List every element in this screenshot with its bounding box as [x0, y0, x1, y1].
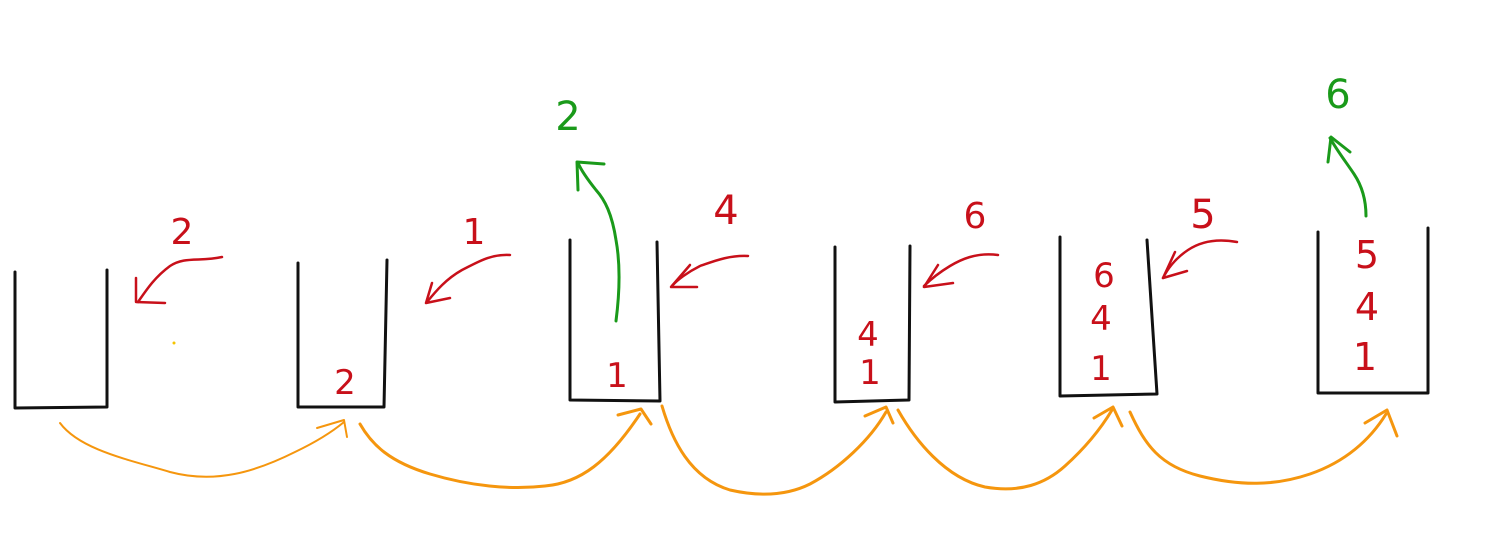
stack-4-item-1: 1 [859, 353, 881, 393]
push-arrow-5 [1161, 239, 1239, 280]
stack-3-item-0: 1 [606, 356, 628, 396]
push-values: 2 1 4 6 5 [171, 188, 1216, 253]
stack-6-item-0: 5 [1355, 233, 1379, 277]
stack-6-item-1: 4 [1355, 285, 1379, 329]
stack-container-1 [13, 268, 109, 410]
stack-container-3 [568, 238, 662, 403]
push-arrow-4 [922, 253, 1000, 289]
stack-5-item-1: 4 [1090, 299, 1112, 339]
stack-6-item-2: 1 [1353, 335, 1377, 379]
pop-arrow-1 [575, 160, 621, 323]
stray-dot [172, 341, 176, 345]
push-value-2: 1 [463, 212, 486, 253]
transition-arrows [59, 404, 1399, 496]
stack-container-2 [296, 258, 389, 409]
transition-arrow-1 [59, 419, 348, 478]
stack-5-item-0: 6 [1093, 256, 1115, 296]
transition-arrow-3 [660, 404, 895, 496]
stack-contents: 2 1 4 1 6 4 1 5 4 1 [334, 233, 1379, 403]
push-arrow-3 [669, 254, 750, 289]
transition-arrow-5 [1128, 408, 1399, 485]
push-value-4: 6 [964, 196, 987, 237]
pop-value-2: 6 [1325, 72, 1350, 118]
push-arrows [134, 239, 1239, 305]
transition-arrow-4 [896, 405, 1124, 491]
stack-4-item-0: 4 [857, 315, 879, 355]
stack-container-6 [1316, 226, 1430, 395]
stack-container-4 [833, 244, 912, 404]
pop-value-1: 2 [555, 94, 580, 140]
push-value-3: 4 [713, 188, 738, 234]
push-value-5: 5 [1190, 192, 1215, 238]
transition-arrow-2 [358, 407, 653, 489]
stack-containers [13, 226, 1430, 410]
pop-arrow-2 [1326, 135, 1368, 218]
push-arrow-2 [424, 253, 512, 305]
stack-container-5 [1058, 235, 1159, 398]
stack-5-item-2: 1 [1090, 349, 1112, 389]
push-arrow-1 [134, 255, 224, 305]
pop-arrows [575, 135, 1368, 323]
pop-values: 2 6 [555, 72, 1350, 140]
stack-2-item-0: 2 [334, 363, 356, 403]
push-value-1: 2 [171, 212, 194, 253]
